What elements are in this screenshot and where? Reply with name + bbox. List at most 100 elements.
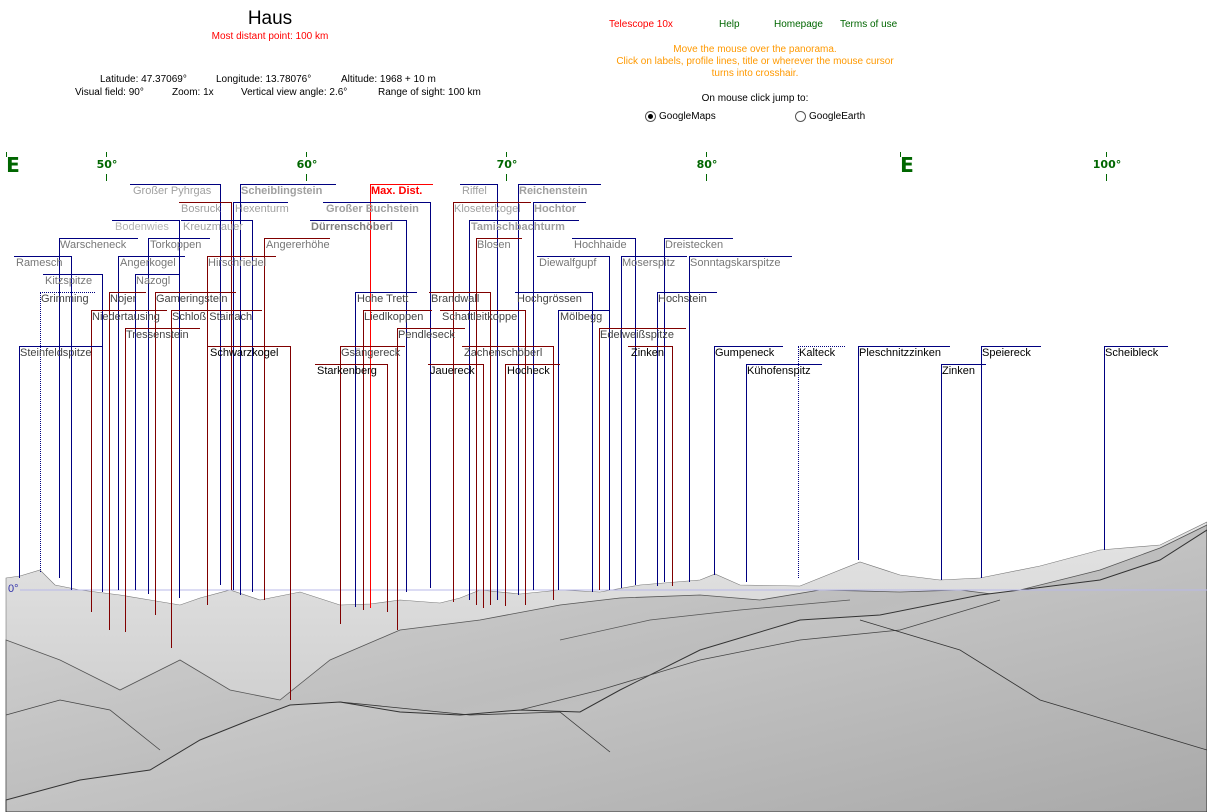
profile-pointer-line[interactable]: [207, 256, 208, 605]
profile-pointer-line[interactable]: [233, 202, 234, 590]
peak-label[interactable]: Dürrenschöberl: [311, 221, 393, 233]
label-bracket[interactable]: [40, 292, 95, 293]
profile-pointer-line[interactable]: [497, 184, 498, 600]
peak-label[interactable]: Steinfeldspitze: [20, 347, 92, 359]
profile-pointer-line[interactable]: [592, 292, 593, 592]
label-bracket[interactable]: [370, 184, 433, 185]
profile-pointer-line[interactable]: [40, 292, 41, 572]
help-link[interactable]: Help: [719, 19, 740, 30]
radio-unchecked-icon[interactable]: [795, 111, 806, 122]
profile-pointer-line[interactable]: [476, 238, 477, 605]
profile-pointer-line[interactable]: [102, 274, 103, 592]
profile-pointer-line[interactable]: [689, 256, 690, 582]
label-bracket[interactable]: [125, 328, 200, 329]
profile-pointer-line[interactable]: [118, 256, 119, 590]
peak-label[interactable]: Tressenstein: [126, 329, 189, 341]
peak-label[interactable]: Max. Dist.: [371, 185, 423, 197]
peak-label[interactable]: Nazogl: [136, 275, 171, 287]
profile-pointer-line[interactable]: [621, 256, 622, 588]
label-bracket[interactable]: [462, 346, 553, 347]
profile-pointer-line[interactable]: [290, 346, 291, 700]
profile-pointer-line[interactable]: [469, 220, 470, 600]
profile-pointer-line[interactable]: [553, 346, 554, 600]
label-bracket[interactable]: [315, 364, 387, 365]
peak-label[interactable]: Hirschriedel: [208, 257, 267, 269]
peak-label[interactable]: Scheiblingstein: [241, 185, 323, 197]
profile-pointer-line[interactable]: [91, 310, 92, 612]
label-bracket[interactable]: [476, 238, 522, 239]
label-bracket[interactable]: [714, 346, 783, 347]
profile-pointer-line[interactable]: [525, 310, 526, 605]
profile-pointer-line[interactable]: [220, 184, 221, 585]
peak-label[interactable]: Zinken: [631, 347, 665, 359]
radio-googlemaps[interactable]: GoogleMaps: [645, 111, 716, 122]
peak-label[interactable]: Blosen: [477, 239, 511, 251]
peak-label[interactable]: Niedertausing: [92, 311, 160, 323]
peak-label[interactable]: Kühofenspitz: [747, 365, 811, 377]
label-bracket[interactable]: [264, 238, 330, 239]
peak-label[interactable]: Tamischbachturm: [471, 221, 565, 233]
label-bracket[interactable]: [207, 346, 290, 347]
terms-link[interactable]: Terms of use: [840, 19, 898, 30]
peak-label[interactable]: Kitzspitze: [45, 275, 93, 287]
profile-pointer-line[interactable]: [370, 184, 371, 608]
profile-pointer-line[interactable]: [340, 346, 341, 624]
label-bracket[interactable]: [233, 202, 288, 203]
peak-label[interactable]: Speiereck: [982, 347, 1031, 359]
peak-label[interactable]: Reichenstein: [519, 185, 588, 197]
profile-pointer-line[interactable]: [240, 184, 241, 595]
label-bracket[interactable]: [533, 202, 586, 203]
label-bracket[interactable]: [664, 238, 733, 239]
radio-checked-icon[interactable]: [645, 111, 656, 122]
profile-pointer-line[interactable]: [125, 328, 126, 632]
profile-pointer-line[interactable]: [558, 310, 559, 590]
peak-label[interactable]: Angerkogel: [120, 257, 176, 269]
peak-label[interactable]: Hohe Trett: [357, 293, 409, 305]
label-bracket[interactable]: [515, 292, 592, 293]
peak-label[interactable]: Mölbegg: [560, 311, 603, 323]
profile-pointer-line[interactable]: [672, 346, 673, 586]
label-bracket[interactable]: [599, 328, 686, 329]
profile-pointer-line[interactable]: [490, 292, 491, 605]
label-bracket[interactable]: [118, 256, 185, 257]
profile-pointer-line[interactable]: [71, 256, 72, 590]
profile-pointer-line[interactable]: [363, 310, 364, 610]
label-bracket[interactable]: [43, 274, 102, 275]
profile-pointer-line[interactable]: [599, 328, 600, 590]
label-bracket[interactable]: [746, 364, 822, 365]
label-bracket[interactable]: [109, 292, 146, 293]
profile-pointer-line[interactable]: [406, 220, 407, 592]
peak-label[interactable]: Angererhöhe: [266, 239, 330, 251]
profile-pointer-line[interactable]: [453, 202, 454, 602]
profile-pointer-line[interactable]: [858, 346, 859, 560]
profile-pointer-line[interactable]: [609, 256, 610, 590]
peak-label[interactable]: Starkenberg: [317, 365, 377, 377]
peak-label[interactable]: Ramesch: [16, 257, 63, 269]
profile-pointer-line[interactable]: [635, 238, 636, 585]
peak-label[interactable]: Diewalfgupf: [539, 257, 597, 269]
peak-label[interactable]: Kalteck: [799, 347, 836, 359]
peak-label[interactable]: Gameringstein: [156, 293, 228, 305]
peak-label[interactable]: Hexenturm: [235, 203, 289, 215]
label-bracket[interactable]: [171, 310, 262, 311]
profile-pointer-line[interactable]: [59, 238, 60, 578]
peak-label[interactable]: Zinken: [942, 365, 976, 377]
peak-label[interactable]: Hocheck: [507, 365, 550, 377]
profile-pointer-line[interactable]: [387, 364, 388, 612]
peak-label[interactable]: Pleschnitzzinken: [859, 347, 941, 359]
label-bracket[interactable]: [460, 184, 497, 185]
peak-label[interactable]: Nojer: [110, 293, 137, 305]
peak-label[interactable]: Großer Pyhrgas: [133, 185, 212, 197]
label-bracket[interactable]: [355, 292, 417, 293]
label-bracket[interactable]: [59, 238, 138, 239]
label-bracket[interactable]: [572, 238, 635, 239]
label-bracket[interactable]: [628, 346, 672, 347]
profile-pointer-line[interactable]: [109, 292, 110, 630]
label-bracket[interactable]: [429, 292, 490, 293]
label-bracket[interactable]: [689, 256, 792, 257]
profile-pointer-line[interactable]: [798, 346, 799, 578]
label-bracket[interactable]: [310, 220, 406, 221]
peak-label[interactable]: Bosruck: [181, 203, 221, 215]
label-bracket[interactable]: [428, 364, 483, 365]
